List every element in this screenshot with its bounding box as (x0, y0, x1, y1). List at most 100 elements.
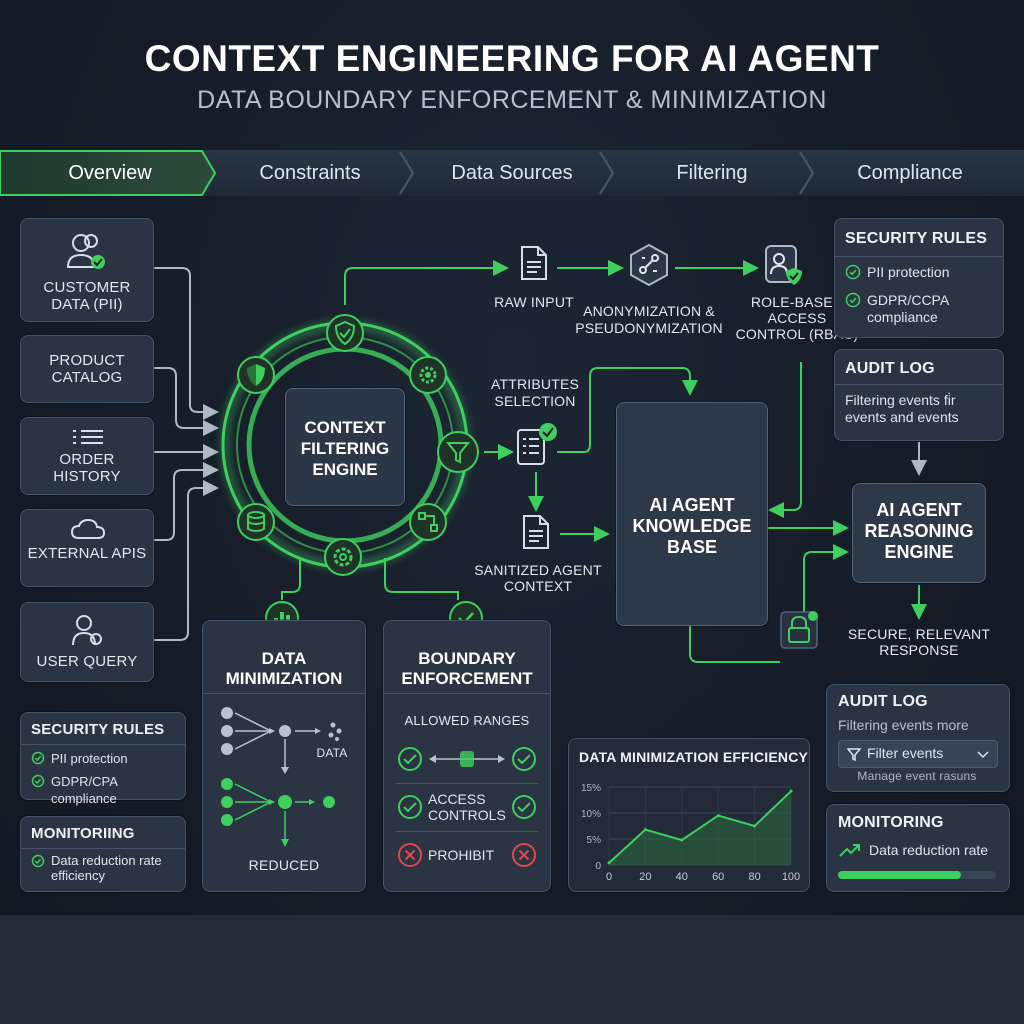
security-rule-item: GDPR/CPA compliance (51, 774, 118, 806)
knowledge-base-label: AI AGENT KNOWLEDGE BASE (632, 495, 752, 557)
rbac-label: ROLE-BASED ACCESS CONTROL (RBAC) (735, 294, 859, 342)
source-customer-data[interactable]: CUSTOMER DATA (PII) (20, 218, 154, 322)
filter-events-dropdown[interactable]: Filter events (838, 740, 998, 768)
ring-node-database-icon (237, 503, 275, 541)
anonymization-label: ANONYMIZATION & PSEUDONYMIZATION (575, 303, 723, 336)
chart-data-point (680, 838, 684, 842)
data-minimization-title: DATA MINIMIZATION (225, 649, 343, 688)
context-filtering-engine[interactable]: CONTEXT FILTERING ENGINE (285, 388, 405, 506)
audit-log-text-top: Filtering events fi̇r events and events (845, 392, 959, 425)
security-rule-item: PII protection (867, 264, 950, 280)
chart-data-point (789, 789, 793, 793)
divider (835, 256, 1003, 257)
ring-node-cog-icon (324, 538, 362, 576)
progress-track (838, 871, 996, 879)
data-minimization-panel: DATA MINIMIZATION DATA REDUCED (202, 620, 366, 892)
source-product-catalog[interactable]: PRODUCT CATALOG (20, 335, 154, 403)
source-external-apis[interactable]: EXTERNAL APIS (20, 509, 154, 587)
reasoning-label: AI AGENT REASONING ENGINE (864, 500, 974, 562)
divider (21, 848, 185, 849)
tab-overview[interactable]: Overview (68, 162, 152, 184)
source-external-label: EXTERNAL APIS (27, 545, 147, 562)
chart-x-tick-label: 0 (606, 871, 612, 883)
security-rules-panel-right: SECURITY RULES PII protection GDPR/CCPA … (834, 218, 1004, 338)
check-circle-icon (845, 292, 861, 308)
audit-log-panel-bottom: AUDIT LOG Filtering events more Filter e… (826, 684, 1010, 792)
audit-log-text-bottom: Filtering events more (838, 717, 969, 733)
monitoring-panel-left: MONITORIING Data reduction rate efficien… (20, 816, 186, 892)
lock-check-icon (780, 611, 818, 649)
monitoring-title-left: MONITORIING (31, 825, 135, 842)
chart-x-tick-label: 40 (676, 871, 688, 883)
tab-compliance[interactable]: Compliance (857, 162, 963, 184)
chart-y-tick-label: 15% (581, 783, 601, 794)
divider (396, 831, 538, 832)
boundary-enforcement-panel: BOUNDARY ENFORCEMENT ALLOWED RANGES ACCE… (383, 620, 551, 892)
security-rules-title-right: SECURITY RULES (845, 230, 988, 247)
tab-constraints[interactable]: Constraints (259, 162, 361, 184)
security-rules-title-left: SECURITY RULES (31, 721, 165, 738)
cloud-icon (71, 518, 105, 539)
check-circle-icon (31, 751, 45, 765)
access-controls-label: ACCESS CONTROLS (428, 791, 506, 823)
filter-events-label: Filter events (867, 745, 944, 761)
monitoring-text-left: Data reduction rate efficiency (51, 853, 162, 883)
security-rule-item: GDPR/CCPA compliance (867, 292, 949, 325)
data-label: DATA (316, 746, 348, 760)
chart-data-point (643, 828, 647, 832)
secure-response-label: SECURE, RELEVANT RESPONSE (847, 626, 991, 658)
raw-input-label: RAW INPUT (494, 294, 574, 310)
document-icon (521, 246, 547, 280)
sanitized-document-icon (523, 515, 549, 549)
audit-log-panel-top: AUDIT LOG Filtering events fi̇r events a… (834, 349, 1004, 441)
allowed-ranges-label: ALLOWED RANGES (404, 713, 530, 728)
security-rules-panel-left: SECURITY RULES PII protection GDPR/CPA c… (20, 712, 186, 806)
rbac-badge-icon (765, 245, 802, 285)
allowed-range-graphic (398, 747, 536, 771)
source-customer-label: CUSTOMER DATA (PII) (43, 279, 131, 313)
chevron-down-icon (977, 751, 989, 759)
tab-data-sources[interactable]: Data Sources (451, 162, 573, 184)
divider (21, 744, 185, 745)
chart-data-point (716, 814, 720, 818)
source-product-label: PRODUCT CATALOG (49, 352, 125, 386)
manage-events-link[interactable]: Manage event rasuns (857, 769, 977, 783)
monitoring-text-right: Data reduction rate (869, 842, 989, 858)
chart-data-point (753, 824, 757, 828)
monitoring-panel-right: MONITORING Data reduction rate (826, 804, 1010, 892)
ring-node-gear-icon (409, 356, 447, 394)
prohibit-label: PROHIBIT (428, 847, 495, 863)
chart-x-tick-label: 80 (748, 871, 760, 883)
source-query-label: USER QUERY (36, 653, 138, 670)
ai-reasoning-engine[interactable]: AI AGENT REASONING ENGINE (852, 483, 986, 583)
chart-series-line (608, 790, 792, 864)
chart-x-tick-label: 100 (782, 871, 800, 883)
bottom-strip (0, 915, 1024, 1024)
check-circle-icon (398, 795, 422, 819)
engine-label: CONTEXT FILTERING ENGINE (300, 418, 390, 479)
efficiency-chart-title: DATA MINIMIZATION EFFICIENCY (579, 749, 809, 765)
user-query-icon (72, 615, 102, 646)
divider (384, 693, 550, 694)
progress-fill (838, 871, 962, 879)
source-order-history[interactable]: ORDER HISTORY (20, 417, 154, 495)
ring-node-funnel-icon (437, 431, 479, 473)
source-user-query[interactable]: USER QUERY (20, 602, 154, 682)
chart-y-tick-label: 10% (581, 809, 601, 820)
ring-node-shield-icon (237, 356, 275, 394)
anonymization-hex-icon (630, 243, 668, 287)
user-check-icon (66, 234, 105, 269)
ai-knowledge-base[interactable]: AI AGENT KNOWLEDGE BASE (616, 402, 768, 626)
chart-y-tick-label: 5% (587, 835, 602, 846)
minimization-flow-graphic (221, 707, 342, 847)
tab-filtering[interactable]: Filtering (676, 162, 748, 184)
reduced-label: REDUCED (248, 857, 320, 873)
chart-data-point (607, 861, 611, 865)
audit-log-title-bottom: AUDIT LOG (838, 693, 928, 710)
prohibit-x-icon (398, 843, 422, 867)
divider (835, 384, 1003, 385)
tab-chevrons (0, 150, 1024, 196)
